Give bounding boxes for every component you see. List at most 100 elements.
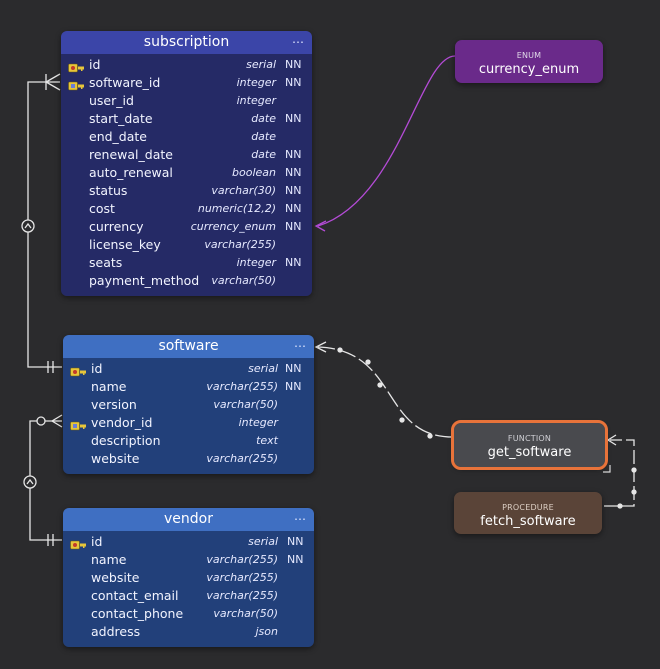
column-not-null: NN [285,220,302,233]
function-get-software[interactable]: FUNCTION get_software [451,420,608,470]
column-type: integer [238,416,278,429]
object-name: currency_enum [478,62,580,77]
column-row[interactable]: cost numeric(12,2) NN [61,200,312,218]
column-type: varchar(255) [206,553,278,566]
column-name: cost [89,201,115,216]
column-name: seats [89,255,123,270]
column-type: varchar(255) [206,589,278,602]
column-type: varchar(50) [211,274,276,287]
column-name: start_date [89,111,153,126]
column-name: contact_email [91,588,179,603]
relation-function-software[interactable] [314,341,454,439]
object-kind: FUNCTION [507,434,552,443]
column-type: integer [236,94,276,107]
column-not-null: NN [287,535,304,548]
column-name: id [89,57,101,72]
column-name: id [91,361,103,376]
column-type: date [251,130,276,143]
relation-subscription-software[interactable] [21,73,62,373]
column-type: varchar(30) [211,184,276,197]
column-row[interactable]: payment_method varchar(50) [61,272,312,290]
column-type: integer [236,256,276,269]
primary-key-icon [70,537,86,550]
primary-key-icon [68,60,84,73]
ellipsis-icon[interactable]: … [294,336,306,350]
primary-key-icon [70,364,86,377]
ellipsis-icon[interactable]: … [294,509,306,523]
column-name: name [91,552,127,567]
table-header[interactable]: subscription … [61,31,312,54]
column-row[interactable]: contact_email varchar(255) [63,587,314,605]
column-row[interactable]: name varchar(255) NN [63,551,314,569]
column-name: payment_method [89,273,200,288]
column-name: website [91,570,140,585]
column-not-null: NN [285,112,302,125]
ellipsis-icon[interactable]: … [292,32,304,46]
column-type: varchar(255) [206,380,278,393]
table-title: vendor [164,511,213,527]
column-name: description [91,433,161,448]
column-name: name [91,379,127,394]
relation-currency-enum[interactable] [314,55,456,232]
column-name: address [91,624,141,639]
column-type: varchar(50) [213,398,278,411]
column-type: integer [236,76,276,89]
relation-procedure-function[interactable] [604,434,637,509]
column-type: varchar(255) [204,238,276,251]
column-type: serial [248,535,278,548]
procedure-fetch-software[interactable]: PROCEDURE fetch_software [454,492,602,534]
column-row[interactable]: seats integer NN [61,254,312,272]
table-header[interactable]: vendor … [63,508,314,531]
column-type: varchar(255) [206,571,278,584]
column-type: currency_enum [190,220,276,233]
column-not-null: NN [285,184,302,197]
column-type: date [251,112,276,125]
column-not-null: NN [287,553,304,566]
column-not-null: NN [285,256,302,269]
column-type: serial [246,58,276,71]
column-row[interactable]: end_date date [61,128,312,146]
column-not-null: NN [285,362,302,375]
table-title: subscription [143,34,230,50]
column-type: numeric(12,2) [197,202,276,215]
enum-currency[interactable]: ENUM currency_enum [455,40,603,83]
relation-software-vendor[interactable] [23,414,63,546]
column-row[interactable]: website varchar(255) [63,569,314,587]
object-name: get_software [487,445,572,460]
column-not-null: NN [285,148,302,161]
column-row[interactable]: license_key varchar(255) [61,236,312,254]
column-name: end_date [89,129,147,144]
object-kind: PROCEDURE [502,503,554,512]
column-row[interactable]: start_date date NN [61,110,312,128]
column-row[interactable]: status varchar(30) NN [61,182,312,200]
column-name: software_id [89,75,161,90]
resize-handle[interactable] [603,465,611,473]
column-name: status [89,183,128,198]
column-not-null: NN [285,202,302,215]
object-name: fetch_software [480,514,576,529]
table-header[interactable]: software … [63,335,314,358]
column-name: license_key [89,237,161,252]
